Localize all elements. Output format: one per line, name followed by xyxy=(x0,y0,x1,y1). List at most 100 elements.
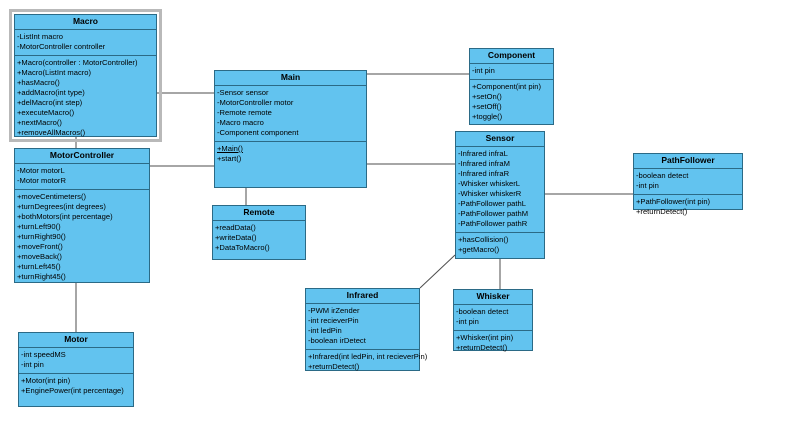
class-name-infrared: Infrared xyxy=(306,289,419,304)
class-box-component[interactable]: Component-int pin+Component(int pin)+set… xyxy=(469,48,554,125)
attribute-row: -Remote remote xyxy=(217,108,272,117)
attribute-row: -int speedMS xyxy=(21,350,66,359)
attribute-row: -PWM irZender xyxy=(308,306,360,315)
attribute-row: -int pin xyxy=(456,317,479,326)
attribute-row: -int pin xyxy=(636,181,659,190)
method-row: +EnginePower(int percentage) xyxy=(21,386,124,395)
method-row: +readData() xyxy=(215,223,256,232)
class-box-main[interactable]: Main-Sensor sensor-MotorController motor… xyxy=(214,70,367,188)
class-name-motorcontroller: MotorController xyxy=(15,149,149,164)
attribute-row: -ListInt macro xyxy=(17,32,63,41)
attribute-row: -MotorController motor xyxy=(217,98,294,107)
method-row: +getMacro() xyxy=(458,245,500,254)
method-row: +turnDegrees(int degrees) xyxy=(17,202,106,211)
method-row: +returnDetect() xyxy=(456,343,508,352)
class-name-component: Component xyxy=(470,49,553,64)
attribute-row: -int pin xyxy=(21,360,44,369)
method-row: +Infrared(int ledPin, int recieverPin) xyxy=(308,352,428,361)
attributes-compartment-pathfollower: -boolean detect-int pin xyxy=(634,169,742,195)
attribute-row: -int pin xyxy=(472,66,495,75)
method-row: +returnDetect() xyxy=(636,207,688,216)
attribute-row: -Component component xyxy=(217,128,299,137)
class-name-motor: Motor xyxy=(19,333,133,348)
attribute-row: -MotorController controller xyxy=(17,42,106,51)
class-name-sensor: Sensor xyxy=(456,132,544,147)
methods-compartment-infrared: +Infrared(int ledPin, int recieverPin)+r… xyxy=(306,350,428,375)
attribute-row: -Whisker whiskerL xyxy=(458,179,521,188)
method-row: +toggle() xyxy=(472,112,503,121)
attributes-compartment-motor: -int speedMS-int pin xyxy=(19,348,133,374)
method-row: +Component(int pin) xyxy=(472,82,542,91)
attributes-compartment-macro: -ListInt macro-MotorController controlle… xyxy=(15,30,156,56)
class-name-macro: Macro xyxy=(15,15,156,30)
class-box-infrared[interactable]: Infrared -PWM irZender-int recieverPin-in… xyxy=(305,288,427,371)
attributes-compartment-whisker: -boolean detect-int pin xyxy=(454,305,532,331)
method-row: +removeAllMacros() xyxy=(17,128,86,137)
attribute-row: -Macro macro xyxy=(217,118,264,127)
attribute-row: -Whisker whiskerR xyxy=(458,189,522,198)
class-box-motor[interactable]: Motor-int speedMS-int pin+Motor(int pin)… xyxy=(18,332,134,407)
class-box-sensor[interactable]: Sensor-Infrared infraL-Infrared infraM-I… xyxy=(455,131,545,259)
attribute-row: -boolean detect xyxy=(456,307,509,316)
association-sensor-infrared[interactable] xyxy=(419,254,456,289)
attribute-row: -int ledPin xyxy=(308,326,342,335)
method-row: +turnLeft45() xyxy=(17,262,61,271)
class-box-pathfollower[interactable]: PathFollower-boolean detect-int pin+Path… xyxy=(633,153,743,216)
method-row: +Whisker(int pin) xyxy=(456,333,514,342)
method-row: +moveBack() xyxy=(17,252,62,261)
method-row: +turnRight45() xyxy=(17,272,66,281)
method-row: +moveFront() xyxy=(17,242,63,251)
methods-compartment-motorcontroller: +moveCentimeters()+turnDegrees(int degre… xyxy=(15,190,149,285)
class-box-remote[interactable]: Remote+readData()+writeData()+DataToMacr… xyxy=(212,205,306,260)
method-row: +DataToMacro() xyxy=(215,243,270,252)
attribute-row: -boolean irDetect xyxy=(308,336,366,345)
methods-compartment-macro: +Macro(controller : MotorController)+Mac… xyxy=(15,56,156,141)
attribute-row: -Infrared infraM xyxy=(458,159,510,168)
attributes-compartment-main: -Sensor sensor-MotorController motor-Rem… xyxy=(215,86,366,142)
methods-compartment-sensor: +hasCollision()+getMacro() xyxy=(456,233,544,258)
attributes-compartment-sensor: -Infrared infraL-Infrared infraM-Infrare… xyxy=(456,147,544,233)
class-box-macro[interactable]: Macro-ListInt macro-MotorController cont… xyxy=(14,14,157,137)
method-row: +delMacro(int step) xyxy=(17,98,83,107)
methods-compartment-remote: +readData()+writeData()+DataToMacro() xyxy=(213,221,305,259)
attribute-row: -PathFollower pathM xyxy=(458,209,529,218)
attribute-row: -PathFollower pathL xyxy=(458,199,526,208)
attribute-row: -Motor motorR xyxy=(17,176,66,185)
attribute-row: -Sensor sensor xyxy=(217,88,269,97)
class-box-motorcontroller[interactable]: MotorController-Motor motorL-Motor motor… xyxy=(14,148,150,283)
method-row: +returnDetect() xyxy=(308,362,360,371)
method-row: +executeMacro() xyxy=(17,108,75,117)
selection-frame-macro[interactable] xyxy=(9,9,162,142)
methods-compartment-component: +Component(int pin)+setOn()+setOff()+tog… xyxy=(470,80,553,125)
attributes-compartment-motorcontroller: -Motor motorL-Motor motorR xyxy=(15,164,149,190)
method-row: +setOff() xyxy=(472,102,502,111)
class-name-whisker: Whisker xyxy=(454,290,532,305)
method-row: +addMacro(int type) xyxy=(17,88,85,97)
method-row: +bothMotors(int percentage) xyxy=(17,212,113,221)
method-row: +Main() xyxy=(217,144,243,153)
class-box-whisker[interactable]: Whisker-boolean detect-int pin+Whisker(i… xyxy=(453,289,533,352)
method-row: +hasCollision() xyxy=(458,235,509,244)
attributes-compartment-component: -int pin xyxy=(470,64,553,80)
methods-compartment-main: +Main()+start() xyxy=(215,142,366,187)
method-row: +PathFollower(int pin) xyxy=(636,197,711,206)
method-row: +Motor(int pin) xyxy=(21,376,71,385)
method-row: +turnRight90() xyxy=(17,232,66,241)
attribute-row: -Motor motorL xyxy=(17,166,65,175)
method-row: +setOn() xyxy=(472,92,502,101)
method-row: +Macro(ListInt macro) xyxy=(17,68,92,77)
attribute-row: -boolean detect xyxy=(636,171,689,180)
attribute-row: -Infrared infraR xyxy=(458,169,510,178)
methods-compartment-motor: +Motor(int pin)+EnginePower(int percenta… xyxy=(19,374,133,406)
method-row: +Macro(controller : MotorController) xyxy=(17,58,138,67)
method-row: +nextMacro() xyxy=(17,118,62,127)
attribute-row: -PathFollower pathR xyxy=(458,219,528,228)
method-row: +turnLeft90() xyxy=(17,222,61,231)
attribute-row: -int recieverPin xyxy=(308,316,359,325)
method-row: +start() xyxy=(217,154,242,163)
method-row: +hasMacro() xyxy=(17,78,60,87)
class-name-remote: Remote xyxy=(213,206,305,221)
method-row: +moveCentimeters() xyxy=(17,192,86,201)
attribute-row: -Infrared infraL xyxy=(458,149,508,158)
